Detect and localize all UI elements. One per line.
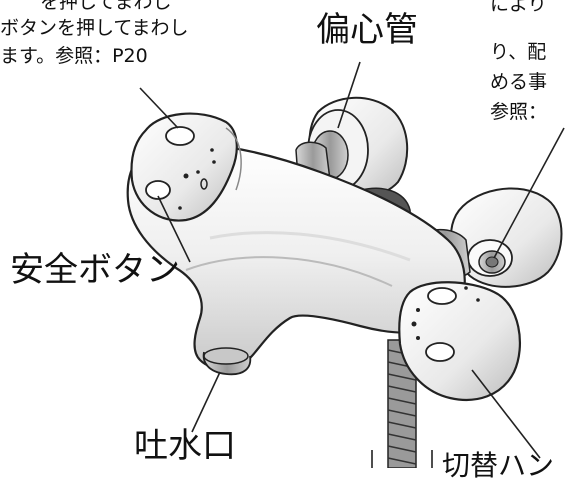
faucet-illustration [126,61,565,468]
note-top-left-line3: ます。参照：P20 [0,45,148,67]
note-top-right-line4: 参照： [490,101,548,123]
note-top-right-line2: り、配 [490,41,547,63]
spout-shape [202,347,252,376]
right-handle [398,281,521,402]
label-spout: 吐水口 [134,426,236,466]
note-top-left-line1: を押してまわし [40,0,172,13]
note-top-right-line3: める事 [490,71,548,93]
label-eccentric-pipe: 偏心管 [316,10,418,50]
callout-lines [139,61,565,468]
note-top-left-line2: ボタンを押してまわし [0,17,189,39]
label-bottom-right-partial: 切替ハン [442,449,555,482]
left-handle [130,112,242,222]
note-top-right-line1: により [490,0,547,15]
label-safety-button: 安全ボタン [10,250,180,290]
